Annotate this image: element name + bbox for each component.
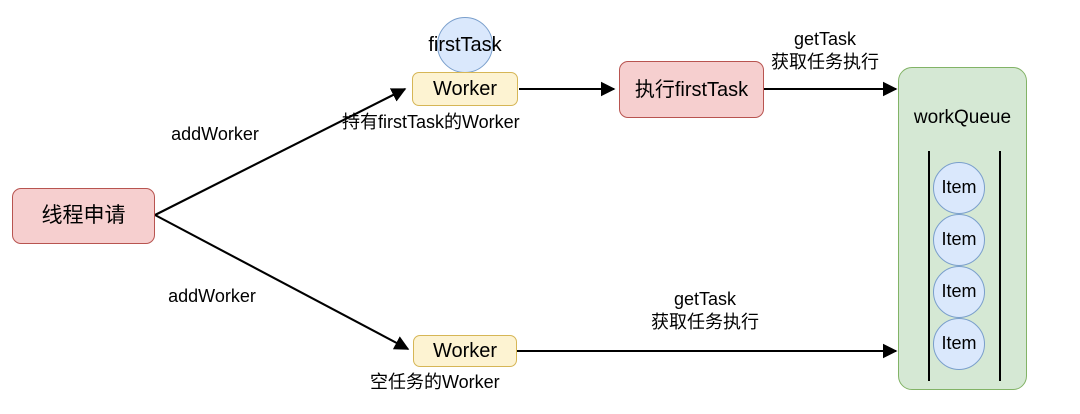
annotation-worker-top-caption: 持有firstTask的Worker	[342, 112, 520, 132]
edge-add-worker-top	[154, 88, 407, 216]
node-worker-top[interactable]: Worker	[412, 72, 518, 106]
edge-label-add-worker-bottom: addWorker	[168, 286, 256, 306]
work-queue-title: workQueue	[913, 107, 1012, 128]
node-worker-bottom[interactable]: Worker	[413, 335, 517, 367]
edge-label-add-worker-top: addWorker	[171, 124, 259, 144]
queue-item-2[interactable]: Item	[933, 266, 985, 318]
edge-label-get-task-bottom-line2: 获取任务执行	[651, 312, 759, 332]
edge-label-get-task-top-line1: getTask	[793, 29, 857, 49]
queue-rail-right	[999, 151, 1001, 381]
annotation-worker-bottom-caption: 空任务的Worker	[370, 372, 500, 392]
queue-item-3[interactable]: Item	[933, 318, 985, 370]
node-work-queue[interactable]: workQueue Item Item Item Item	[898, 67, 1027, 390]
queue-item-1[interactable]: Item	[933, 214, 985, 266]
edge-label-get-task-bottom-line1: getTask	[673, 289, 737, 309]
queue-rail-left	[928, 151, 930, 381]
queue-item-0[interactable]: Item	[933, 162, 985, 214]
node-exec-first-task[interactable]: 执行firstTask	[619, 61, 764, 118]
node-thread-request[interactable]: 线程申请	[12, 188, 155, 244]
node-first-task-circle[interactable]	[437, 17, 493, 73]
node-first-task-label: firstTask	[428, 34, 502, 56]
edge-label-get-task-top-line2: 获取任务执行	[771, 52, 879, 72]
edge-add-worker-bottom	[154, 214, 410, 350]
